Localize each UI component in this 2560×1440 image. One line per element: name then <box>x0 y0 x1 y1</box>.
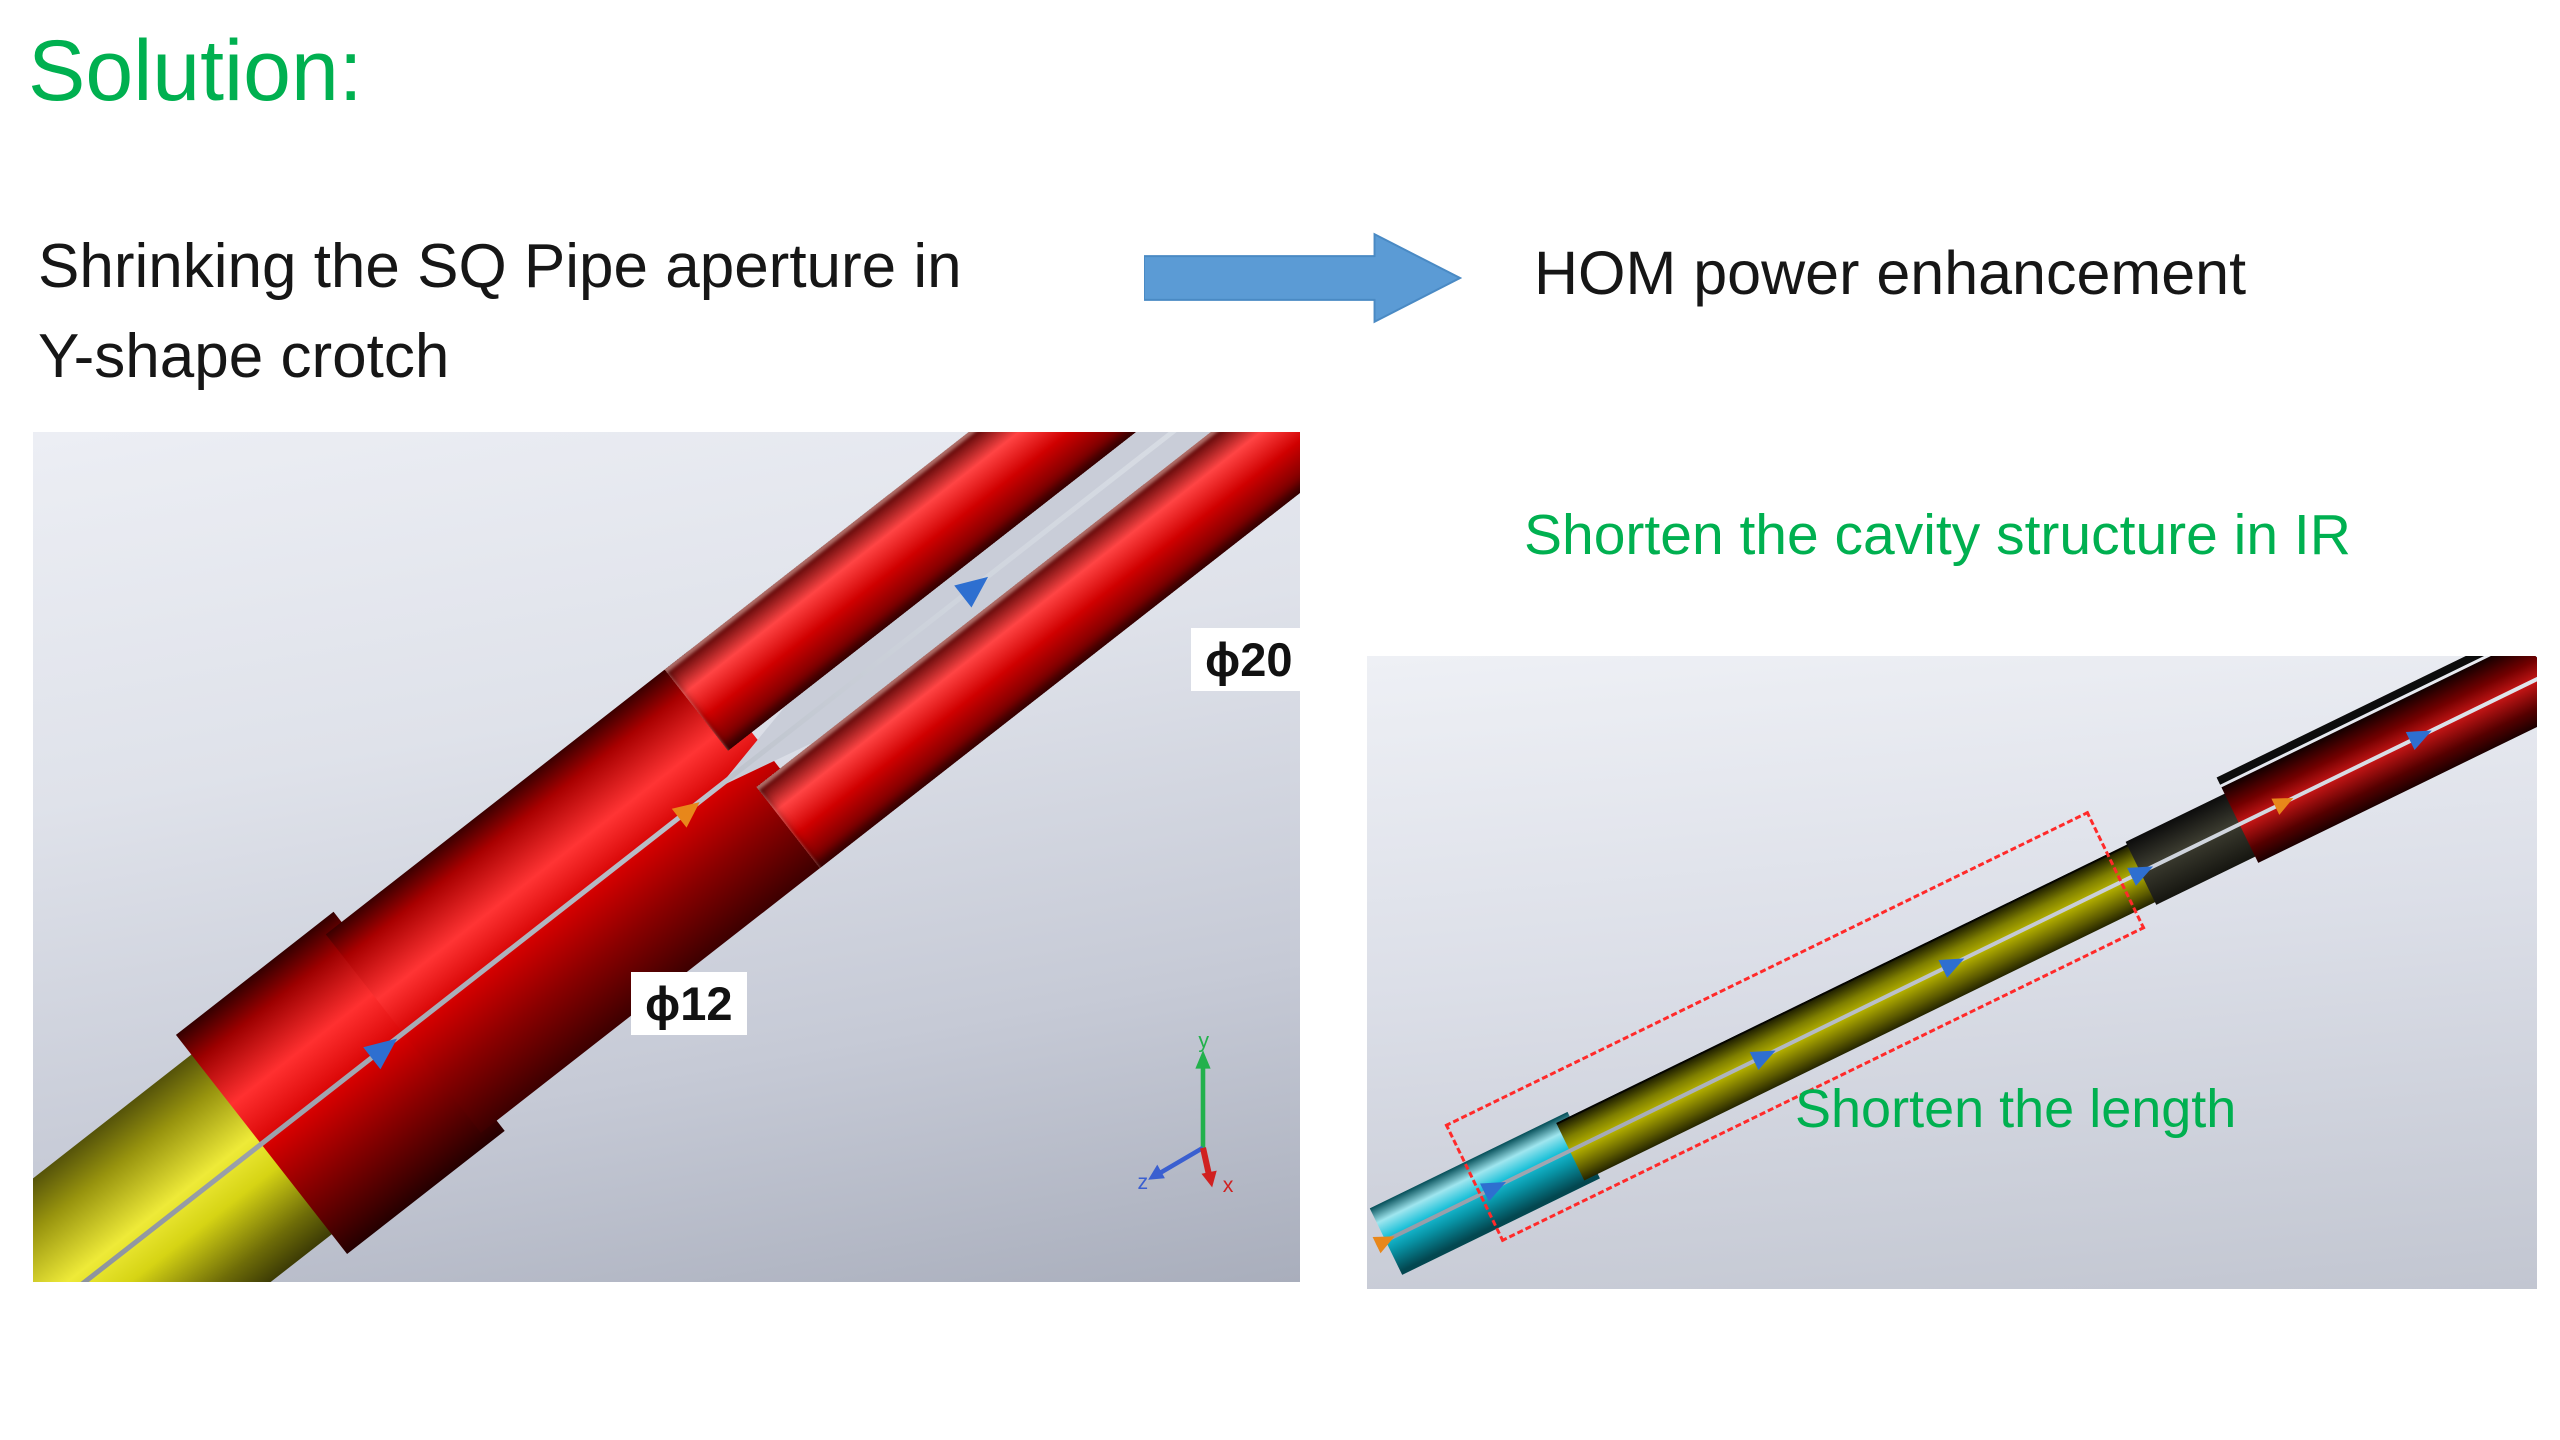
problem-statement: Shrinking the SQ Pipe aperture in Y-shap… <box>38 222 962 402</box>
phi12-label: ϕ12 <box>631 972 747 1035</box>
y-crotch-figure: ϕ20 ϕ12 y z x <box>33 432 1300 1282</box>
right-arrow-icon <box>1144 232 1462 324</box>
hom-power-label: HOM power enhancement <box>1534 239 2247 307</box>
axis-triad-icon: y z x <box>1137 1032 1234 1192</box>
phi20-label: ϕ20 <box>1191 628 1300 691</box>
axis-z-label: z <box>1137 1170 1148 1192</box>
axis-y-label: y <box>1198 1032 1209 1052</box>
cavity-caption: Shorten the cavity structure in IR <box>1524 503 2351 567</box>
axis-x-label: x <box>1223 1173 1234 1192</box>
slide-title: Solution: <box>28 23 363 119</box>
shorten-length-label: Shorten the length <box>1795 1079 2237 1139</box>
problem-statement-line1: Shrinking the SQ Pipe aperture in <box>38 232 962 301</box>
shorten-region-outline <box>1444 810 2146 1243</box>
cavity-structure-figure: Shorten the length <box>1367 656 2537 1289</box>
arrow-shape <box>1144 232 1462 324</box>
y-crotch-pipe-assembly <box>33 432 1300 1282</box>
problem-statement-line2: Y-shape crotch <box>38 322 450 391</box>
